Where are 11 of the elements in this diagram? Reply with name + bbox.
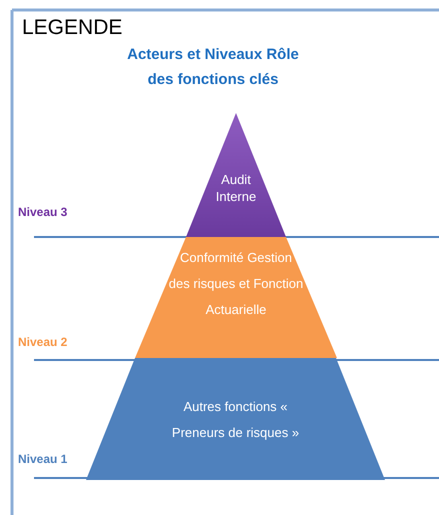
tier-label: Conformité Gestion des risques et Fonction Actuarielle: [168, 249, 304, 319]
title: Acteurs et Niveaux Rôle des fonctions clés: [126, 45, 300, 90]
pyramid-base-tier: [86, 358, 385, 480]
pyramid-top-tier: [186, 113, 286, 237]
pyramid-middle-tier: [135, 237, 337, 358]
level-label: Niveau 1: [18, 452, 68, 466]
tier-label: Autres fonctions « Preneurs de risques »: [170, 398, 300, 442]
level-label: Niveau 3: [18, 205, 68, 219]
level-label: Niveau 2: [18, 335, 68, 349]
tier-label: Audit Interne: [214, 171, 258, 205]
legend-heading: LEGENDE: [22, 16, 122, 40]
